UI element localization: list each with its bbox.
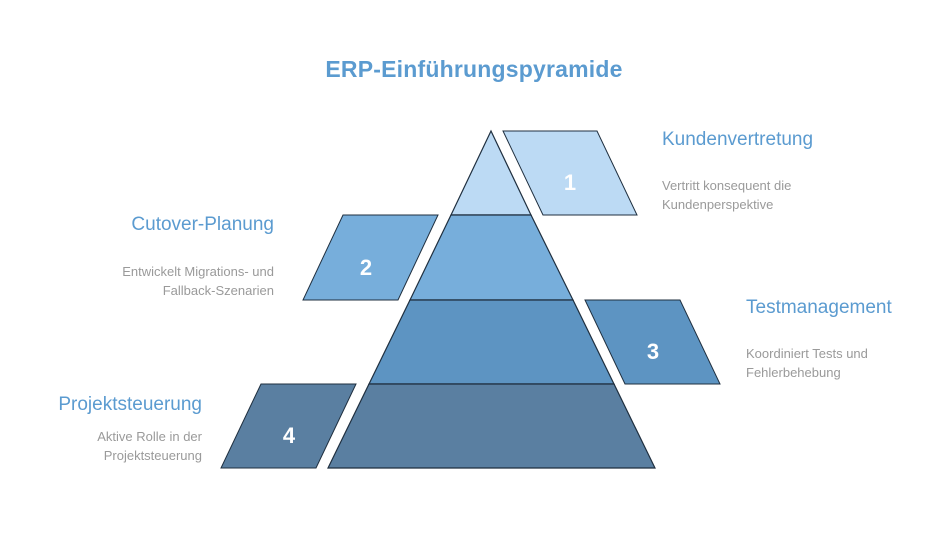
level-2-tile <box>302 214 439 301</box>
level-1-tile <box>502 130 638 216</box>
level-4-description: Aktive Rolle in der Projektsteuerung <box>97 429 202 463</box>
level-4-title: Projektsteuerung <box>58 394 202 415</box>
pyramid-layer-3 <box>368 299 615 385</box>
level-4-tile <box>220 383 357 469</box>
level-3-title: Testmanagement <box>746 297 892 318</box>
pyramid-layer-2 <box>409 214 574 301</box>
diagram-title: ERP-Einführungspyramide <box>325 56 623 82</box>
level-1-description: Vertritt konsequent die Kundenperspektiv… <box>662 178 792 212</box>
pyramid-layer-4 <box>327 383 656 469</box>
level-2-description: Entwickelt Migrations- und Fallback-Szen… <box>122 264 274 298</box>
level-2-number: 2 <box>360 255 372 280</box>
level-4-number: 4 <box>283 423 296 448</box>
level-3-number: 3 <box>647 339 659 364</box>
level-1-title: Kundenvertretung <box>662 129 814 150</box>
level-1-number: 1 <box>564 170 576 195</box>
level-3-description: Koordiniert Tests und Fehlerbehebung <box>746 346 868 380</box>
level-2-title: Cutover-Planung <box>131 214 274 235</box>
level-3-tile <box>584 299 721 385</box>
